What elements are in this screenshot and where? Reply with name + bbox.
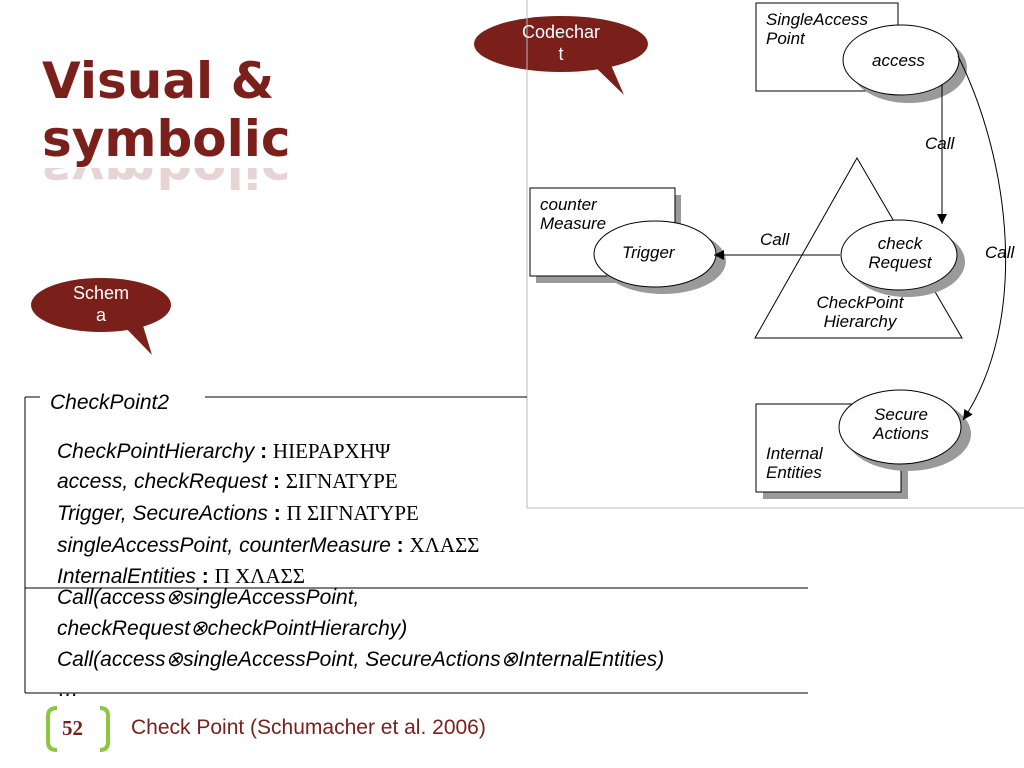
trigger-label: Trigger: [622, 243, 675, 262]
slide-title: Visual & symbolic: [42, 52, 291, 168]
declaration-type: ΧΛΑΣΣ: [409, 533, 480, 557]
check-request-ellipse: [840, 219, 958, 291]
declaration-row: Trigger, SecureActions : Π ΣΙΓΝΑΤΥΡΕ: [57, 498, 419, 529]
declaration-names: InternalEntities: [57, 565, 196, 588]
single-access-point-label-line-1: SingleAccess: [766, 10, 869, 29]
secure-actions-label-line-1: Secure: [874, 405, 928, 424]
check-request-label: check Request: [864, 234, 936, 272]
counter-measure-label-line-1: counter: [540, 195, 597, 214]
checkpoint-hierarchy-label: CheckPoint Hierarchy: [805, 293, 915, 331]
schema-bubble-line-1: Schem: [72, 283, 130, 303]
internal-entities-label-line-2: Entities: [766, 463, 822, 482]
call-label-left: Call: [760, 230, 790, 249]
call-arrow-access-to-secure-actions: [957, 55, 1007, 421]
secure-actions-ellipse: [838, 389, 962, 465]
left-bracket: [46, 706, 58, 752]
codechart-bubble-line-1: Codechar: [521, 22, 601, 42]
predicate-line: Call(access⊗singleAccessPoint,: [57, 586, 360, 609]
declaration-colon: :: [390, 534, 410, 557]
schema-bubble-text: Schem a: [36, 282, 166, 326]
single-access-point-label: SingleAccess Point: [766, 10, 868, 48]
internal-entities-label-line-1: Internal: [766, 444, 823, 463]
declaration-colon: :: [267, 502, 287, 525]
declaration-names: Trigger, SecureActions: [57, 502, 268, 525]
checkpoint-hierarchy-label-line-1: CheckPoint: [816, 293, 904, 312]
title-line-1: Visual &: [42, 52, 275, 110]
schema-name: CheckPoint2: [50, 391, 170, 414]
single-access-point-label-line-2: Point: [766, 29, 805, 48]
access-label: access: [872, 51, 925, 70]
right-bracket: [99, 706, 110, 752]
declaration-type: ΣΙΓΝΑΤΥΡΕ: [285, 469, 398, 493]
counter-measure-label: counter Measure: [540, 195, 606, 233]
checkpoint-hierarchy-label-line-2: Hierarchy: [823, 312, 897, 331]
check-request-label-line-1: check: [877, 234, 923, 253]
declaration-colon: :: [195, 565, 215, 588]
secure-actions-label-line-2: Actions: [873, 424, 929, 443]
diagram-frame: [526, 0, 1024, 509]
secure-actions-label: Secure Actions: [862, 405, 940, 443]
predicate-line: checkRequest⊗checkPointHierarchy): [57, 617, 408, 640]
title-line-2: symbolic: [42, 110, 291, 168]
predicate-line: Call(access⊗singleAccessPoint, SecureAct…: [57, 648, 665, 671]
declaration-row: singleAccessPoint, counterMeasure : ΧΛΑΣ…: [57, 530, 480, 561]
declaration-names: access, checkRequest: [57, 470, 268, 493]
schema-bubble-line-2: a: [95, 305, 106, 325]
access-ellipse: [842, 24, 960, 96]
declaration-type: ΗΙΕΡΑΡΧΗΨ: [272, 439, 391, 463]
codechart-bubble-text: Codechar t: [480, 21, 642, 65]
internal-entities-label: Internal Entities: [766, 444, 823, 482]
declaration-type: Π ΣΙΓΝΑΤΥΡΕ: [286, 501, 419, 525]
declaration-names: singleAccessPoint, counterMeasure: [57, 534, 391, 557]
declaration-names: CheckPointHierarchy: [57, 440, 255, 463]
declaration-colon: :: [254, 440, 273, 463]
page-number: 52: [62, 716, 83, 740]
codechart-bubble: [474, 16, 648, 95]
codechart-bubble-line-2: t: [558, 44, 564, 64]
slide-caption: Check Point (Schumacher et al. 2006): [131, 716, 486, 739]
schema-ellipsis: …: [57, 678, 78, 701]
declaration-type: Π ΧΛΑΣΣ: [214, 564, 306, 588]
call-label-right: Call: [985, 243, 1015, 262]
call-label-top: Call: [925, 134, 955, 153]
declaration-colon: :: [267, 470, 286, 493]
declaration-row: InternalEntities : Π ΧΛΑΣΣ: [57, 561, 305, 592]
schema-bubble: [31, 278, 171, 355]
declaration-row: CheckPointHierarchy : ΗΙΕΡΑΡΧΗΨ: [57, 436, 390, 467]
counter-measure-label-line-2: Measure: [540, 214, 607, 233]
check-request-label-line-2: Request: [868, 253, 932, 272]
declaration-row: access, checkRequest : ΣΙΓΝΑΤΥΡΕ: [57, 466, 398, 497]
